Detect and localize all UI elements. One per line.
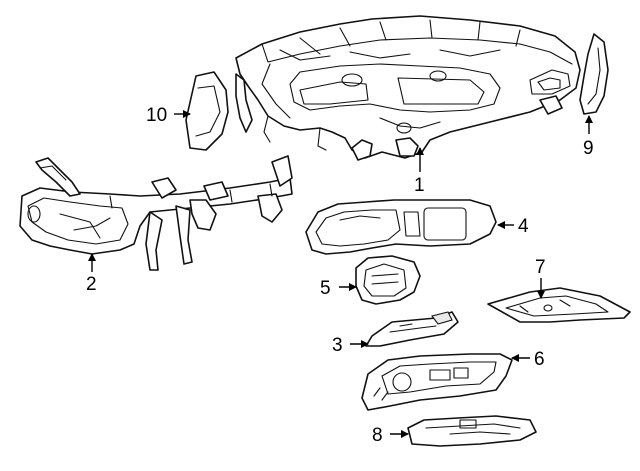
callout-6: 6 (534, 349, 545, 370)
part-1-instrument-panel (235, 15, 581, 161)
callout-3: 3 (332, 335, 343, 356)
part-2-cross-car-beam (19, 155, 293, 271)
part-10-end-cap (185, 71, 229, 151)
part-6-lower-trim (361, 353, 513, 411)
callout-9: 9 (583, 138, 594, 159)
callout-4: 4 (518, 216, 529, 237)
callout-5: 5 (320, 278, 331, 299)
part-9-end-cap (579, 33, 609, 115)
part-8-lower-bracket (407, 415, 537, 447)
part-4-cluster-bezel (305, 199, 497, 255)
part-5-vent-housing (355, 255, 421, 305)
callout-10: 10 (146, 105, 167, 126)
callout-1: 1 (414, 175, 425, 196)
part-7-support-tray (487, 287, 631, 323)
callout-8: 8 (372, 425, 383, 446)
part-3-bracket (365, 311, 459, 347)
callout-2: 2 (86, 274, 97, 295)
callout-7: 7 (535, 257, 546, 278)
